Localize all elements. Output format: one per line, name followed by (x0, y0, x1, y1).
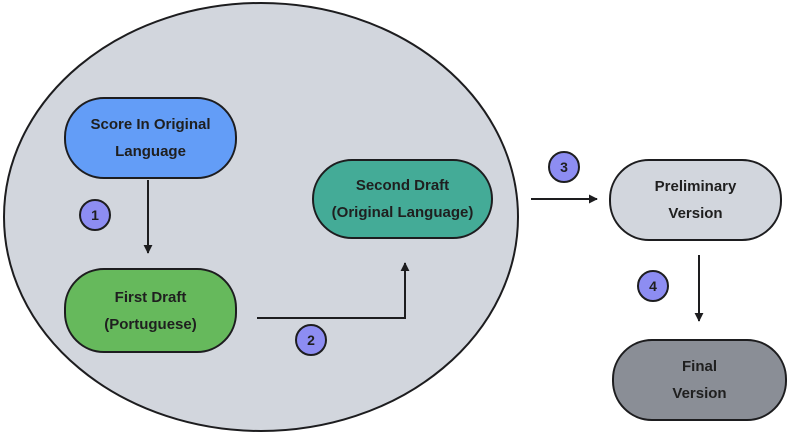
node-preliminary-version: Preliminary Version (609, 159, 782, 241)
node-label-line1: Score In Original (90, 116, 211, 133)
node-final-version: Final Version (612, 339, 787, 421)
step-badge-1: 1 (79, 199, 111, 231)
node-label-line1: Final (681, 358, 717, 375)
arrow-first-to-second-draft (257, 262, 410, 319)
node-label-line2: (Original Language) (331, 204, 474, 221)
node-label-line1: Preliminary (654, 178, 737, 195)
node-label-line2: Version (672, 385, 727, 402)
node-label-line2: (Portuguese) (104, 315, 197, 333)
node-label-line1: Second Draft (355, 177, 450, 194)
step-badge-2: 2 (295, 324, 327, 356)
node-label-line2: Language (115, 143, 186, 160)
node-label-line1: First Draft (114, 288, 187, 306)
step-badge-4: 4 (637, 270, 669, 302)
node-score-original-language: Score In Original Language (64, 97, 237, 179)
step-badge-3: 3 (548, 151, 580, 183)
node-second-draft: Second Draft (Original Language) (312, 159, 493, 239)
node-label-line2: Version (668, 205, 723, 222)
node-first-draft: First Draft (Portuguese) (64, 268, 237, 353)
